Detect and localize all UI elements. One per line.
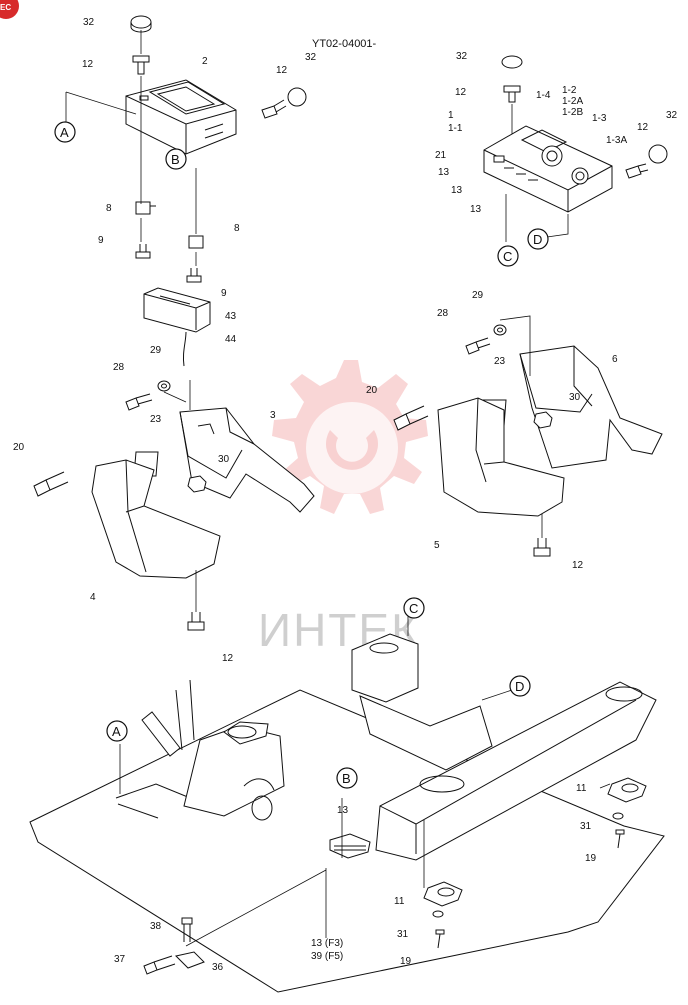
part-label: 3 — [270, 410, 276, 421]
part-label: 12 — [455, 87, 467, 98]
part-label: 13 (F3) — [311, 938, 343, 949]
part-label: 28 — [437, 308, 449, 319]
part-label: 13 — [337, 805, 349, 816]
corner-badge: ЕС — [0, 0, 19, 19]
part-label: 8 — [234, 223, 240, 234]
left-console-covers — [33, 380, 315, 631]
part-label: 32 — [83, 17, 95, 28]
part-label: 44 — [225, 334, 237, 345]
svg-text:A: A — [112, 724, 121, 739]
svg-text:B: B — [342, 771, 351, 786]
ref-D-bottom: D — [509, 675, 531, 697]
part-label: 12 — [276, 65, 288, 76]
part-label: 1-2B — [562, 107, 583, 118]
part-label: 8 — [106, 203, 112, 214]
ref-C-bottom: C — [403, 597, 425, 619]
part-label: 12 — [222, 653, 234, 664]
part-label: 12 — [572, 560, 584, 571]
part-label: 1-3A — [606, 135, 627, 146]
part-label: 1-1 — [448, 123, 463, 134]
part-label: 1-2 — [562, 85, 577, 96]
frame-assembly — [29, 616, 665, 993]
part-label: 19 — [400, 956, 412, 967]
right-console-covers — [393, 315, 663, 557]
part-label: 31 — [397, 929, 409, 940]
part-label: 12 — [82, 59, 94, 70]
ref-C-top: C — [497, 245, 519, 267]
svg-text:D: D — [515, 679, 524, 694]
part-label: 11 — [394, 896, 405, 907]
part-labels: 32 12 2 12 32 8 8 9 9 43 44 28 29 23 3 2… — [13, 17, 678, 973]
part-label: 38 — [150, 921, 162, 932]
part-label: 29 — [150, 345, 162, 356]
part-label: 1-3 — [592, 113, 607, 124]
part-label: 13 — [451, 185, 463, 196]
svg-text:B: B — [171, 152, 180, 167]
part-label: 4 — [90, 592, 96, 603]
part-label: 20 — [13, 442, 25, 453]
part-label: 23 — [150, 414, 162, 425]
part-label: 23 — [494, 356, 506, 367]
part-label: 28 — [113, 362, 125, 373]
svg-text:D: D — [533, 232, 542, 247]
part-label: 37 — [114, 954, 126, 965]
part-label: 32 — [305, 52, 317, 63]
part-label: 39 (F5) — [311, 951, 343, 962]
part-label: 6 — [612, 354, 618, 365]
part-label: 5 — [434, 540, 440, 551]
ref-B-top: B — [165, 148, 187, 170]
document-code: YT02-04001- — [312, 38, 377, 50]
svg-text:A: A — [60, 125, 69, 140]
part-label: 12 — [637, 122, 649, 133]
part-label: 1-2A — [562, 96, 583, 107]
part-label: 1-4 — [536, 90, 551, 101]
part-label: 13 — [470, 204, 482, 215]
part-label: 13 — [438, 167, 450, 178]
part-label: 29 — [472, 290, 484, 301]
part-label: 20 — [366, 385, 378, 396]
part-label: 21 — [435, 150, 447, 161]
part-label: 1 — [448, 110, 454, 121]
part-label: 2 — [202, 56, 208, 67]
corner-badge-text: ЕС — [0, 3, 11, 12]
part-label: 31 — [580, 821, 592, 832]
svg-text:C: C — [503, 249, 512, 264]
part-label: 30 — [218, 454, 230, 465]
part-label: 9 — [98, 235, 104, 246]
ref-B-bottom: B — [336, 767, 358, 789]
ref-D-top: D — [527, 228, 549, 250]
ref-A-bottom: A — [106, 720, 128, 742]
part-label: 11 — [576, 783, 587, 794]
part-label: 9 — [221, 288, 227, 299]
part-label: 30 — [569, 392, 581, 403]
right-top-panel-assembly — [483, 55, 668, 242]
watermark-logo — [272, 360, 428, 514]
part-label: 19 — [585, 853, 597, 864]
part-label: 32 — [666, 110, 678, 121]
part-label: 36 — [212, 962, 224, 973]
part-label: 32 — [456, 51, 468, 62]
svg-text:C: C — [409, 601, 418, 616]
ref-A-top: A — [54, 121, 76, 143]
left-top-cover-assembly — [65, 15, 307, 367]
part-label: 43 — [225, 311, 237, 322]
